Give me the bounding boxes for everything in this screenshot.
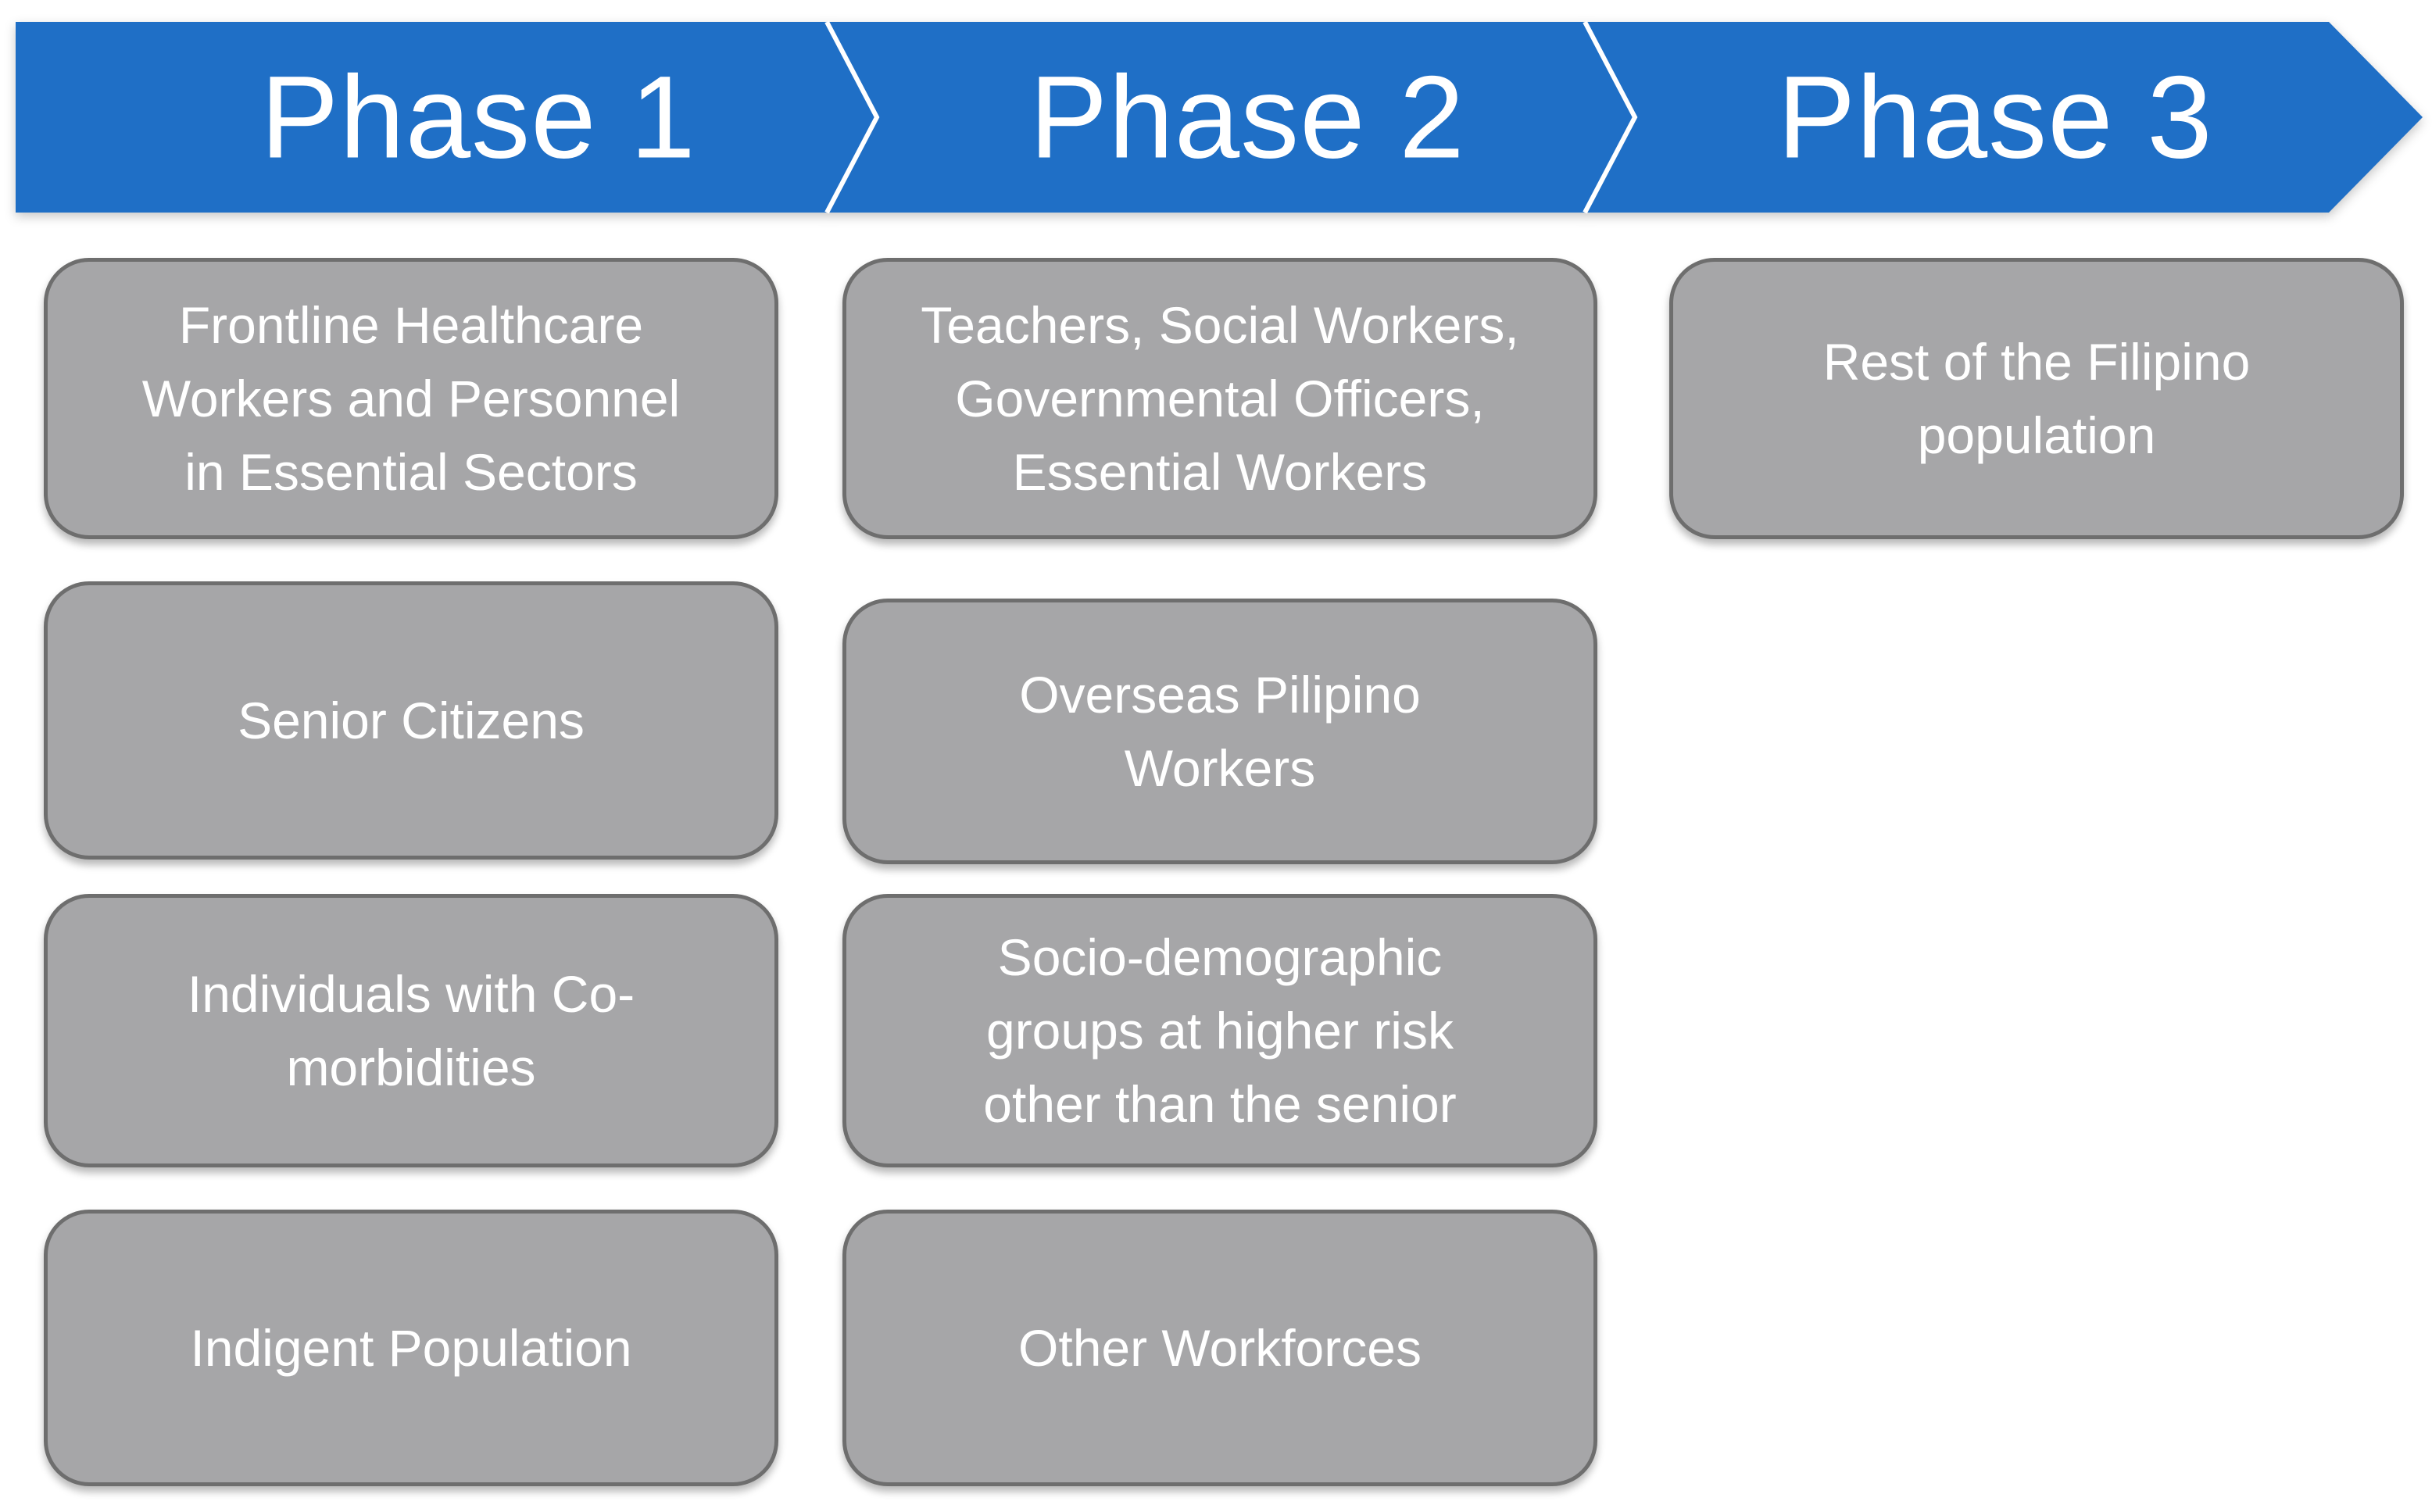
phase1-box-senior-citizens: Senior Citizens — [44, 581, 778, 860]
phase1-box-frontline-healthcare: Frontline Healthcare Workers and Personn… — [44, 258, 778, 539]
phase-3-label: Phase 3 — [1777, 51, 2213, 183]
group-box-label: Frontline Healthcare Workers and Personn… — [141, 296, 681, 501]
group-box-label: Individuals with Co- morbidities — [187, 965, 635, 1096]
group-box-label: Teachers, Social Workers, Governmental O… — [921, 296, 1519, 501]
group-box-label: Socio-demographic groups at higher risk … — [983, 928, 1457, 1133]
phase1-box-comorbidities: Individuals with Co- morbidities — [44, 894, 778, 1167]
phase3-box-rest-of-population: Rest of the Filipino population — [1669, 258, 2404, 539]
chevron-divider-icon — [1583, 20, 1638, 214]
phase-2-label: Phase 2 — [1029, 51, 1465, 183]
chevron-divider-icon — [824, 20, 880, 214]
phase2-box-overseas-pilipino-workers: Overseas Pilipino Workers — [842, 599, 1597, 864]
group-box-label: Other Workforces — [1018, 1319, 1422, 1377]
phase2-box-other-workforces: Other Workforces — [842, 1210, 1597, 1486]
arrow-banner-shape — [16, 22, 2423, 213]
group-box-label: Rest of the Filipino population — [1822, 333, 2251, 464]
phase-arrow-banner — [16, 20, 2423, 214]
group-box-label: Senior Citizens — [238, 692, 585, 749]
group-box-label: Overseas Pilipino Workers — [1019, 666, 1421, 797]
phase2-box-socio-demographic-groups: Socio-demographic groups at higher risk … — [842, 894, 1597, 1167]
phase2-box-teachers-social-workers: Teachers, Social Workers, Governmental O… — [842, 258, 1597, 539]
group-box-label: Indigent Population — [190, 1319, 632, 1377]
phase-1-label: Phase 1 — [260, 51, 696, 183]
phase1-box-indigent-population: Indigent Population — [44, 1210, 778, 1486]
